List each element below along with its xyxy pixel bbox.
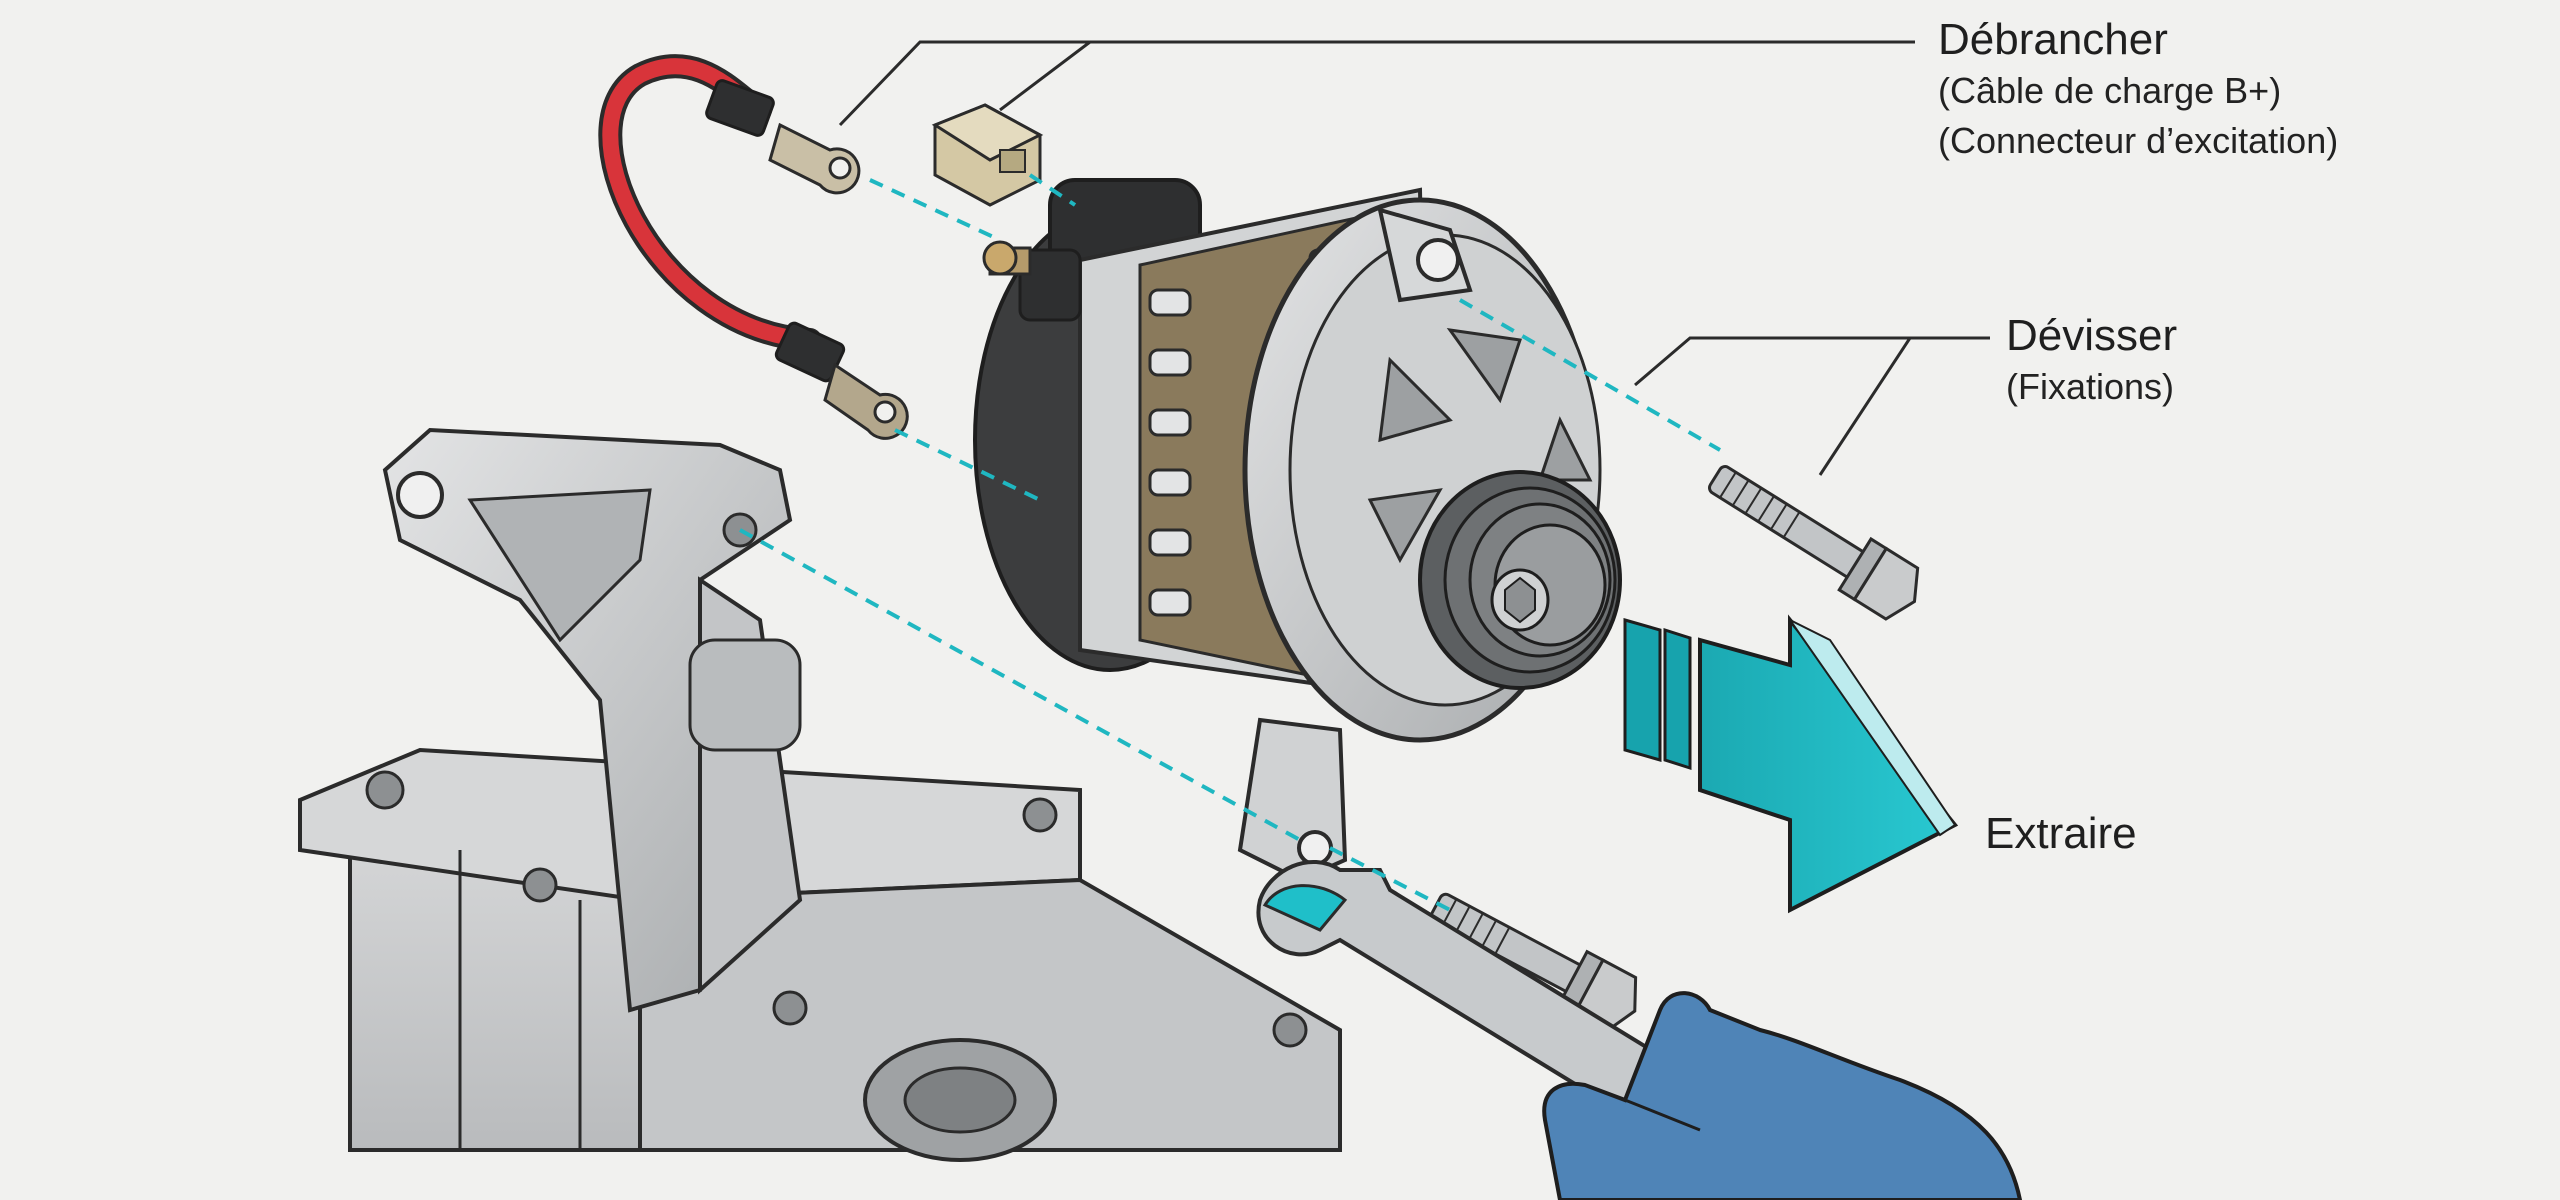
alternator-icon <box>973 178 1622 883</box>
leader-lines <box>838 40 1990 476</box>
disconnect-label: Débrancher (Câble de charge B+) (Connect… <box>1938 14 2338 166</box>
mounting-bracket-icon <box>382 427 803 1013</box>
excitation-connector-label: (Connecteur d’excitation) <box>1938 120 2339 161</box>
extract-title: Extraire <box>1985 809 2137 858</box>
b-plus-terminal <box>982 240 1082 322</box>
wrench-icon <box>1256 859 1704 1133</box>
engine-block <box>298 747 1342 1162</box>
alignment-guides <box>739 173 1721 912</box>
bolt-icon <box>1429 892 1638 1033</box>
pulley <box>1418 470 1622 690</box>
gloved-hand-icon <box>1542 991 2023 1200</box>
extract-arrow-icon <box>1623 614 1959 914</box>
charge-cable-icon <box>598 54 909 440</box>
unscrew-label: Dévisser (Fixations) <box>2006 310 2177 412</box>
bolt-icon <box>1708 465 1920 621</box>
disconnect-title: Débrancher <box>1938 15 2168 64</box>
charge-cable-label: (Câble de charge B+) <box>1938 70 2282 111</box>
unscrew-title: Dévisser <box>2006 311 2178 360</box>
fasteners-label: (Fixations) <box>2006 366 2175 407</box>
extract-label: Extraire <box>1985 808 2137 860</box>
excitation-connector-icon <box>931 103 1044 207</box>
